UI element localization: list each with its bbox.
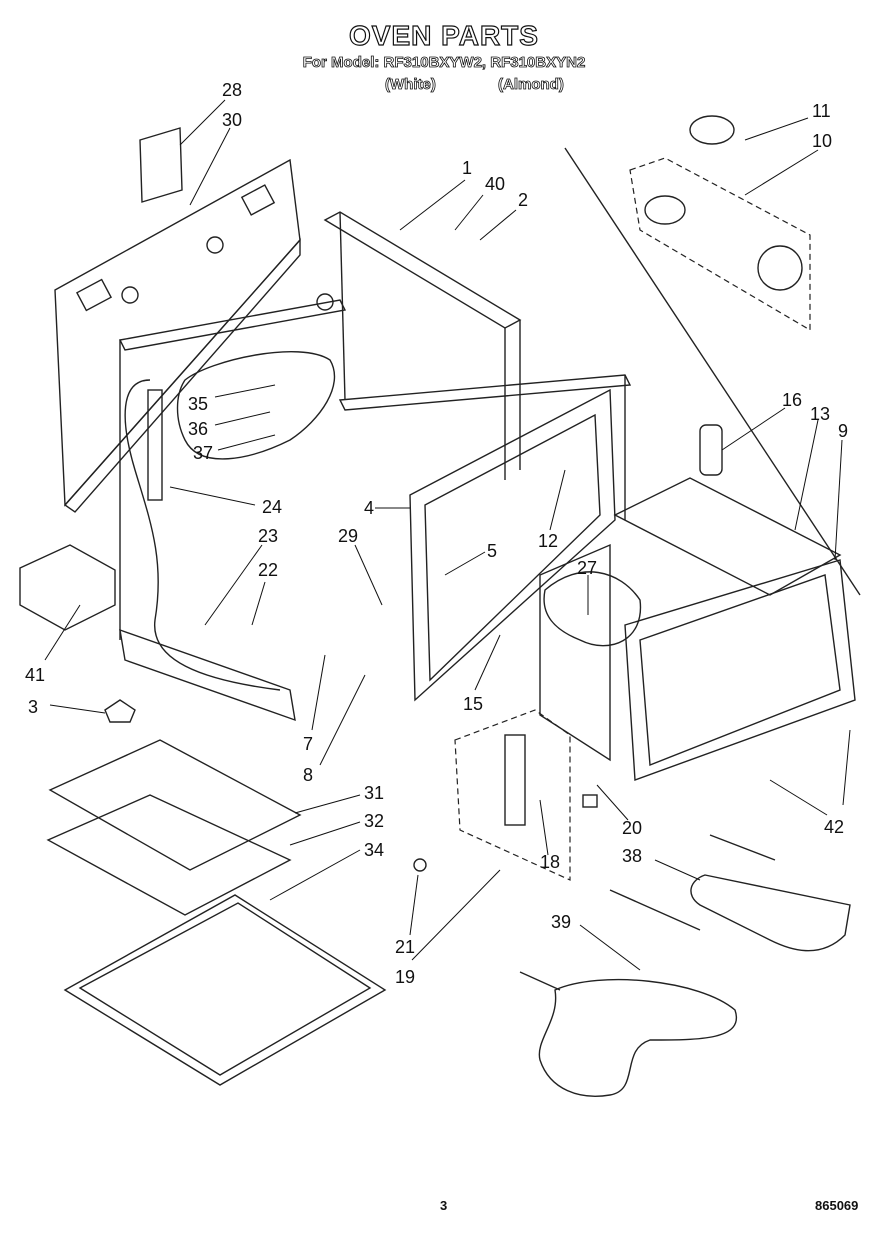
heating-elements-drawing [519,834,851,1097]
harness-blob-drawing [176,351,336,460]
callout-23: 23 [258,526,278,546]
oven-frame-drawing [118,211,632,722]
callout-2: 2 [518,190,528,210]
part-21-drawing [413,858,427,872]
callout-32: 32 [364,811,384,831]
callout-12: 12 [538,531,558,551]
callout-21: 21 [395,937,415,957]
part-28-drawing [139,127,183,203]
document-number: 865069 [815,1198,859,1213]
callout-36: 36 [188,419,208,439]
callout-35: 35 [188,394,208,414]
callout-34: 34 [364,840,384,860]
part-3-drawing [104,699,136,723]
part-24-drawing [147,389,163,501]
callout-4: 4 [364,498,374,518]
finish-white-label: (White) [385,76,437,94]
callout-15: 15 [463,694,483,714]
callout-40: 40 [485,174,505,194]
callout-38: 38 [622,846,642,866]
callout-27: 27 [577,558,597,578]
callout-22: 22 [258,560,278,580]
part-16-drawing [699,424,723,476]
callout-11: 11 [812,101,831,121]
broiler-pan-drawing [46,739,387,1086]
callout-5: 5 [487,541,497,561]
callout-24: 24 [262,497,282,517]
callout-8: 8 [303,765,313,785]
light-assembly-drawing [564,115,861,596]
front-frame-drawing [409,388,616,702]
callout-41: 41 [25,665,45,685]
callout-42: 42 [824,817,844,837]
latch-assembly-drawing [413,709,598,881]
wiring-harness-drawing [124,379,281,691]
part-20-drawing [582,794,598,808]
rear-panel-drawing [54,158,334,513]
callout-30: 30 [222,110,242,130]
callout-3: 3 [28,697,38,717]
callout-13: 13 [810,404,830,424]
callout-37: 37 [193,443,213,463]
leader-lines [44,99,851,971]
callout-1: 1 [462,158,472,178]
part-41-drawing [19,544,116,631]
page-title: OVEN PARTS [348,19,539,51]
callout-labels: 28 30 1 40 2 11 10 16 13 9 12 35 36 37 2… [25,80,848,987]
oven-cavity-drawing [539,424,856,781]
finish-almond-label: (Almond) [498,76,565,94]
page-number: 3 [440,1198,448,1213]
callout-20: 20 [622,818,642,838]
callout-7: 7 [303,734,313,754]
callout-18: 18 [540,852,560,872]
callout-29: 29 [338,526,358,546]
model-line: For Model: RF310BXYW2, RF310BXYN2 [302,54,586,72]
callout-16: 16 [782,390,802,410]
callout-28: 28 [222,80,242,100]
callout-31: 31 [364,783,384,803]
callout-9: 9 [838,421,848,441]
callout-19: 19 [395,967,415,987]
callout-39: 39 [551,912,571,932]
callout-10: 10 [812,131,832,151]
